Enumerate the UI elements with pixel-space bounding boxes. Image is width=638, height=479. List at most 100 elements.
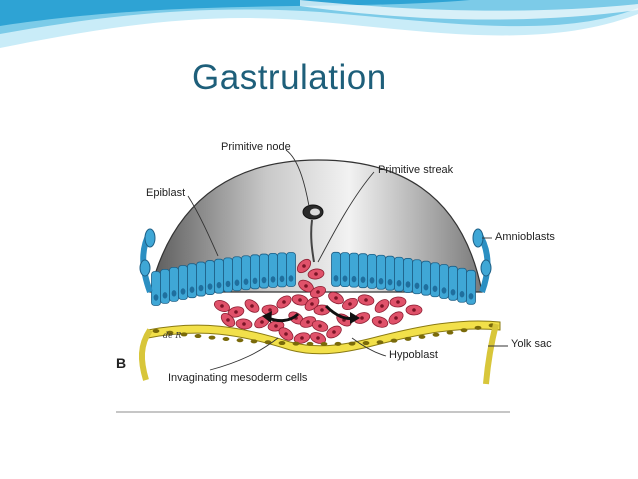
mesoderm-nucleus: [282, 300, 286, 304]
mesoderm-nucleus: [320, 308, 324, 312]
mesoderm-nucleus: [250, 304, 254, 308]
epiblast-nucleus: [207, 283, 213, 290]
hypoblast-nucleus: [152, 328, 160, 333]
epiblast-nucleus: [360, 276, 366, 283]
hypoblast-nucleus: [194, 334, 202, 339]
hypoblast-nucleus: [376, 340, 384, 345]
hypoblast-nucleus: [236, 338, 244, 343]
yolk-sac-left: [138, 328, 153, 381]
mesoderm-nucleus: [334, 296, 338, 300]
mesoderm-cells: [213, 258, 423, 344]
epiblast-nucleus: [459, 291, 465, 298]
mesoderm-nucleus: [234, 310, 238, 314]
mesoderm-nucleus: [364, 298, 368, 302]
hypoblast-nucleus: [334, 341, 342, 346]
mesoderm-nucleus: [380, 304, 384, 308]
hypoblast-nucleus: [166, 330, 174, 335]
mesoderm-nucleus: [274, 324, 278, 328]
epiblast-nucleus: [450, 289, 456, 296]
mesoderm-nucleus: [284, 332, 288, 336]
mesoderm-nucleus: [316, 290, 320, 294]
amnioblast-right: [472, 228, 492, 294]
hypoblast-nucleus: [418, 334, 426, 339]
leader-primitive-node: [285, 149, 310, 207]
hypoblast-nucleus: [390, 338, 398, 343]
hypoblast-nucleus: [432, 332, 440, 337]
hypoblast-nucleus: [292, 341, 300, 346]
panel-letter: B: [116, 355, 127, 371]
epiblast-nucleus: [342, 275, 348, 282]
epiblast-nucleus: [396, 280, 402, 287]
epiblast-nucleus: [270, 276, 276, 283]
epiblast-nucleus: [387, 278, 393, 286]
mesoderm-nucleus: [260, 320, 264, 324]
label-primitive-streak: Primitive streak: [378, 164, 454, 176]
epiblast-nucleus: [198, 284, 204, 292]
mesoderm-nucleus: [268, 308, 272, 312]
epiblast-nucleus: [405, 281, 411, 288]
mesoderm-nucleus: [314, 272, 318, 276]
mesoderm-nucleus: [226, 318, 230, 322]
hypoblast-nucleus: [180, 332, 188, 337]
epiblast-nucleus: [423, 284, 429, 291]
hypoblast-nucleus: [404, 336, 412, 341]
hypoblast-nucleus: [208, 335, 216, 340]
epiblast-nucleus: [369, 277, 375, 284]
mesoderm-nucleus: [242, 322, 246, 326]
mesoderm-nucleus: [300, 336, 304, 340]
mesoderm-nucleus: [360, 316, 364, 320]
hypoblast-layer: [147, 320, 501, 355]
epiblast-nucleus: [216, 281, 222, 289]
hypoblast-nucleus: [362, 341, 370, 346]
epiblast-nucleus: [288, 275, 294, 282]
epiblast-nucleus: [171, 290, 177, 297]
epiblast-nucleus: [432, 285, 438, 292]
migration-arrow-left: [262, 311, 300, 323]
primitive-node-pit-highlight: [310, 208, 320, 216]
epiblast-nucleus: [234, 279, 240, 286]
epiblast-nucleus: [351, 275, 357, 283]
epiblast-nucleus: [441, 287, 447, 294]
label-yolk-sac: Yolk sac: [511, 338, 552, 350]
mesoderm-nucleus: [412, 308, 416, 312]
epiblast-nucleus: [333, 275, 339, 282]
mesoderm-nucleus: [302, 264, 306, 268]
primitive-groove: [310, 219, 315, 263]
hypoblast-nucleus: [320, 342, 328, 346]
epiblast-nucleus: [162, 292, 168, 299]
header-wave-dark: [0, 0, 470, 26]
leader-hypoblast: [351, 337, 387, 357]
hypoblast-nuclei: [152, 323, 496, 346]
leader-epiblast: [187, 195, 219, 257]
amnioblast-left: [139, 228, 156, 294]
epiblast-nucleus: [153, 294, 159, 301]
epiblast-nucleus: [468, 293, 474, 300]
epiblast-nucleus: [189, 286, 195, 293]
leader-primitive-streak: [317, 171, 375, 263]
epiblast-nucleus: [378, 278, 384, 285]
epiblast-nucleus: [252, 277, 258, 285]
mesoderm-nucleus: [306, 320, 310, 324]
yolk-sac-right: [483, 323, 499, 385]
artist-signature: de R: [163, 331, 182, 340]
mesoderm-nucleus: [310, 302, 314, 306]
leader-mesoderm: [209, 337, 279, 371]
epiblast-nucleus: [225, 280, 231, 288]
mesoderm-nucleus: [316, 336, 320, 340]
mesoderm-nucleus: [220, 304, 224, 308]
header-wave: [0, 0, 638, 48]
mesoderm-nucleus: [298, 298, 302, 302]
mesoderm-nucleus: [378, 320, 382, 324]
hypoblast-nucleus: [348, 341, 356, 346]
mesoderm-nucleus: [304, 284, 308, 288]
label-hypoblast: Hypoblast: [389, 349, 438, 361]
mesoderm-nucleus: [332, 330, 336, 334]
hypoblast-nucleus: [264, 340, 272, 345]
hypoblast-nucleus: [278, 341, 286, 346]
mesoderm-nucleus: [318, 324, 322, 328]
hypoblast-nucleus: [306, 341, 314, 346]
hypoblast-nucleus: [474, 325, 482, 330]
hypoblast-nucleus: [250, 339, 258, 344]
epiblast-nucleus: [414, 282, 420, 289]
